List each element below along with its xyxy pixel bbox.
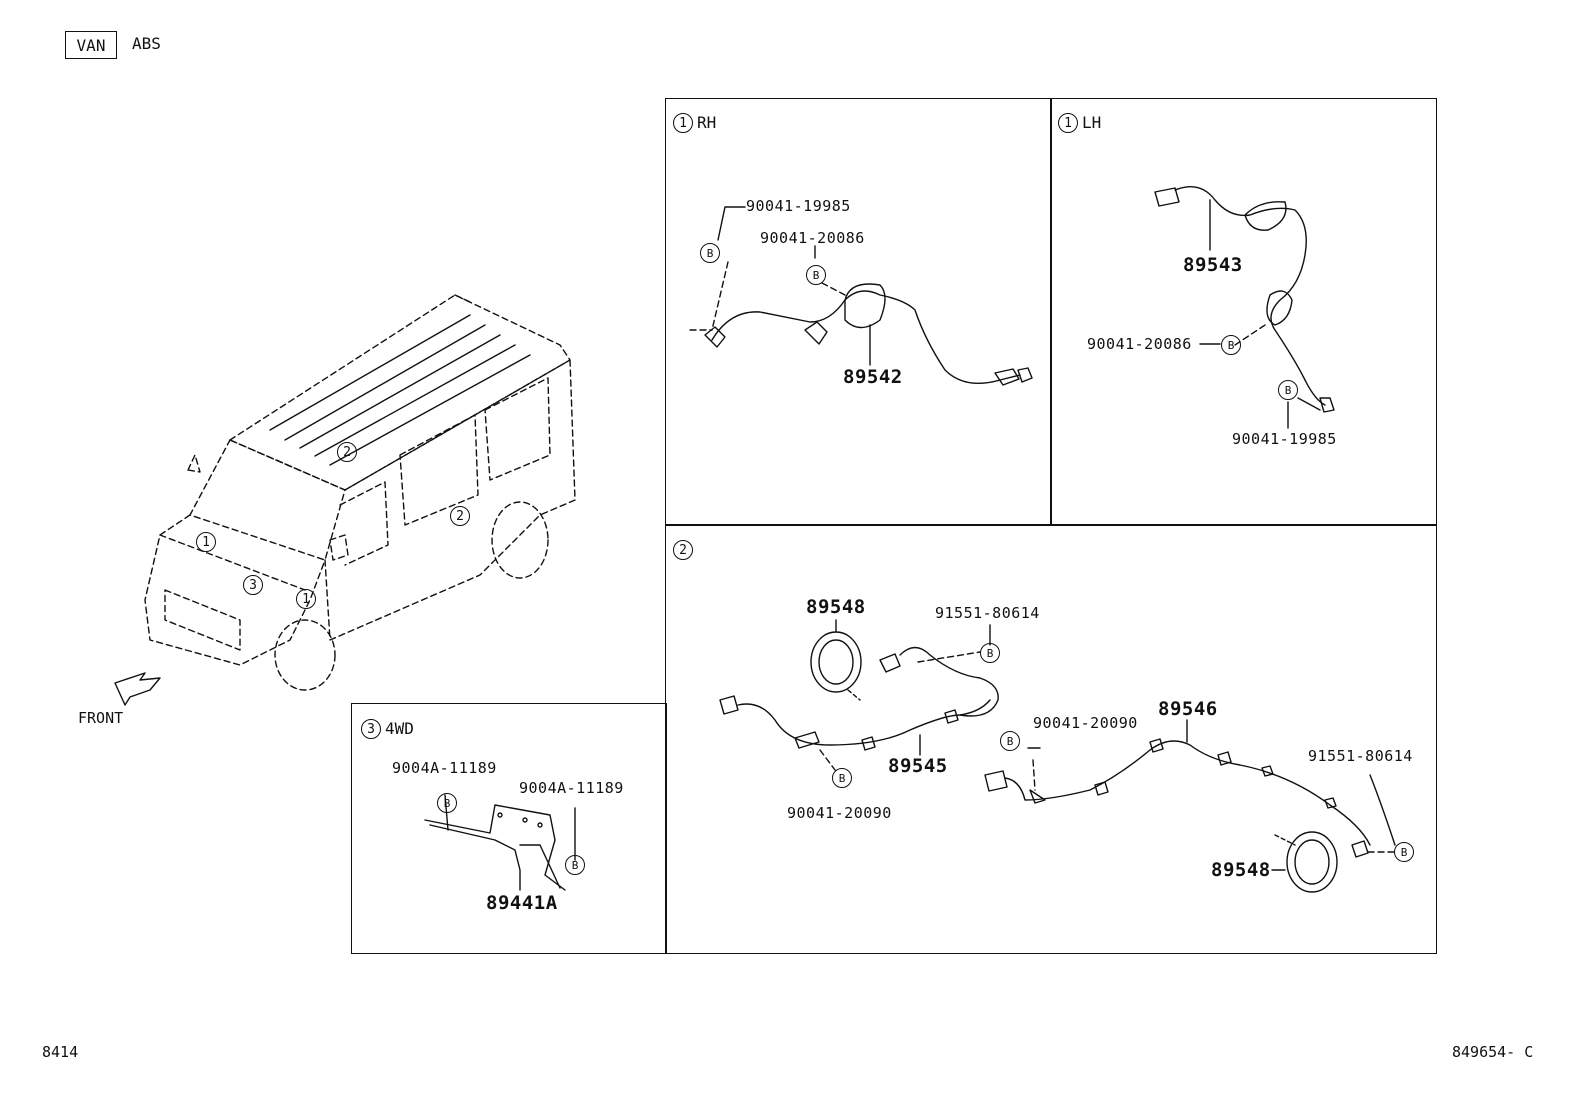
- rear-part-sensor-r: 89546: [1158, 698, 1218, 720]
- 4wd-bolt-symbol-l: B: [437, 793, 457, 813]
- rear-part-rotor-bottom: 89548: [1211, 859, 1271, 881]
- rh-part-clamp-a: 90041-19985: [746, 197, 851, 215]
- front-label: FRONT: [78, 709, 124, 727]
- van-callout-2-side: 2: [450, 506, 470, 526]
- rear-bolt-symbol-right: B: [1394, 842, 1414, 862]
- van-callout-1-front: 1: [196, 532, 216, 552]
- lh-marker: 1: [1058, 113, 1078, 133]
- lh-bolt-symbol-b: B: [1221, 335, 1241, 355]
- rh-part-clamp-b: 90041-20086: [760, 229, 865, 247]
- rear-marker: 2: [673, 540, 693, 560]
- rear-bolt-symbol-mid: B: [1000, 731, 1020, 751]
- 4wd-bolt-symbol-r: B: [565, 855, 585, 875]
- rh-title: 1 RH: [673, 113, 716, 133]
- panel-rh: [665, 98, 1052, 526]
- rh-bolt-symbol-a: B: [700, 243, 720, 263]
- rear-part-bolt-top: 91551-80614: [935, 604, 1040, 622]
- panel-rear: [665, 524, 1437, 954]
- rh-marker: 1: [673, 113, 693, 133]
- rh-bolt-symbol-b: B: [806, 265, 826, 285]
- 4wd-part-bolt-l: 9004A-11189: [392, 759, 497, 777]
- 4wd-marker: 3: [361, 719, 381, 739]
- 4wd-title: 3 4WD: [361, 719, 414, 739]
- rear-part-bolt-right: 91551-80614: [1308, 747, 1413, 765]
- lh-sensor-harness: [1154, 186, 1335, 429]
- front-arrow: [114, 672, 161, 706]
- model-tag: VAN: [65, 31, 117, 59]
- rh-part-sensor: 89542: [843, 366, 903, 388]
- rear-part-sensor-l: 89545: [888, 755, 948, 777]
- rear-part-clamp-mid: 90041-20090: [1033, 714, 1138, 732]
- rh-sensor-harness: [689, 206, 1033, 386]
- lh-bolt-symbol-a: B: [1278, 380, 1298, 400]
- rear-bolt-symbol-bottom: B: [832, 768, 852, 788]
- van-callout-3: 3: [243, 575, 263, 595]
- lh-part-sensor: 89543: [1183, 254, 1243, 276]
- van-callout-2-top: 2: [337, 442, 357, 462]
- van-callout-1-wheel: 1: [296, 589, 316, 609]
- panel-4wd: [351, 703, 667, 954]
- van-illustration: [144, 294, 576, 691]
- lh-title: 1 LH: [1058, 113, 1101, 133]
- footer-right-code: 849654- C: [1452, 1043, 1534, 1061]
- rear-sensor-harnesses: [719, 619, 1397, 893]
- 4wd-part-bracket: 89441A: [486, 892, 558, 914]
- rear-title: 2: [673, 540, 693, 560]
- system-label: ABS: [132, 34, 161, 53]
- rear-part-clamp-bottom: 90041-20090: [787, 804, 892, 822]
- rear-part-rotor-top: 89548: [806, 596, 866, 618]
- lh-part-clamp-b: 90041-20086: [1087, 335, 1192, 353]
- panel-lh: [1050, 98, 1437, 526]
- lh-part-clamp-a: 90041-19985: [1232, 430, 1337, 448]
- 4wd-part-bolt-r: 9004A-11189: [519, 779, 624, 797]
- footer-left-code: 8414: [42, 1043, 79, 1061]
- van-roof-ribs: [269, 314, 531, 466]
- rear-bolt-symbol-top: B: [980, 643, 1000, 663]
